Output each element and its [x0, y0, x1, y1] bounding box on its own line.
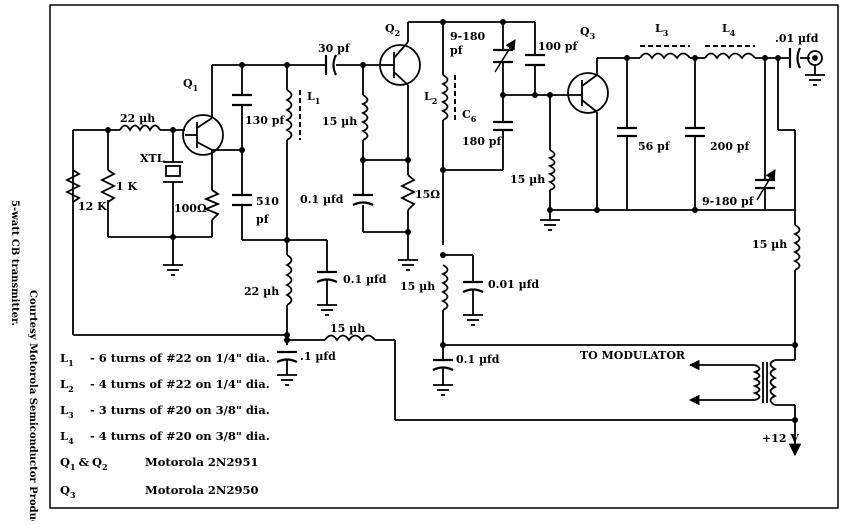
label-to-modulator: TO MODULATOR	[580, 349, 686, 362]
parts-table: L1 - 6 turns of #22 on 1/4" dia. L2 - 4 …	[60, 351, 270, 500]
svg-text:L3: L3	[60, 403, 74, 420]
resistors	[64, 169, 417, 221]
label-30pf: 30 pf	[318, 42, 351, 55]
parts-row: L3 - 3 turns of #20 on 3/8" dia.	[60, 403, 270, 420]
label-q2: Q2	[385, 22, 400, 38]
label-15uh-c2: 15 µh	[400, 280, 435, 293]
label-15ohm: 15Ω	[415, 188, 440, 201]
caption-credit: Courtesy Motorola Semiconductor Products	[27, 290, 38, 521]
svg-text:- 4 turns of #22 on 1/4" dia.: - 4 turns of #22 on 1/4" dia.	[90, 377, 270, 391]
svg-text:- 4 turns of #20 on 3/8" dia.: - 4 turns of #20 on 3/8" dia.	[90, 429, 270, 443]
parts-row: L4 - 4 turns of #20 on 3/8" dia.	[60, 429, 270, 446]
label-15uh-bot: 15 µh	[330, 322, 365, 335]
label-l2: L2	[424, 90, 437, 106]
transistor-q1	[182, 114, 224, 156]
svg-text:Q3: Q3	[60, 483, 76, 500]
modulation-transformer	[752, 359, 778, 406]
label-1k: 1 K	[116, 180, 137, 193]
transistor-row: Q1&Q2 Motorola 2N2951	[60, 455, 258, 472]
label-12k: 12 K	[78, 200, 107, 213]
capacitors	[232, 47, 801, 371]
svg-text:L1: L1	[60, 351, 74, 368]
label-l1: L1	[307, 90, 320, 106]
transistor-row: Q3 Motorola 2N2950	[60, 483, 258, 500]
svg-text:Motorola 2N2950: Motorola 2N2950	[145, 483, 258, 497]
component-labels: Q1 Q2 Q3 L1 L2 L3 L4 C6 XTL 30 pf 130 pf…	[78, 22, 819, 445]
label-22uh-b: 22 µh	[244, 285, 279, 298]
label-100pf: 100 pf	[538, 40, 578, 53]
label-9-180-b: pf	[450, 44, 464, 57]
label-01-c: 0.1 µfd	[456, 353, 500, 366]
label-01-q2: 0.1 µfd	[300, 193, 344, 206]
label-56pf: 56 pf	[638, 140, 671, 153]
label-01-b: 0.1 µfd	[343, 273, 387, 286]
label-130pf: 130 pf	[245, 114, 285, 127]
label-180pf: 180 pf	[462, 135, 502, 148]
side-caption: 5-watt CB transmitter. Courtesy Motorola…	[9, 200, 38, 525]
label-15uh-q3: 15 µh	[510, 173, 545, 186]
label-100ohm: 100Ω	[174, 202, 207, 215]
inductors	[119, 52, 801, 342]
svg-text:L4: L4	[60, 429, 74, 446]
label-01-out: .01 µfd	[775, 32, 819, 45]
diagram-border	[49, 4, 839, 509]
label-200pf: 200 pf	[710, 140, 750, 153]
label-15uh-right: 15 µh	[752, 238, 787, 251]
svg-text:- 6 turns of #22 on 1/4" dia.: - 6 turns of #22 on 1/4" dia.	[90, 351, 270, 365]
label-510pf-b: pf	[256, 213, 270, 226]
label-001: 0.01 µfd	[488, 278, 539, 291]
label-q3: Q3	[580, 25, 596, 41]
label-01-d: .1 µfd	[300, 350, 336, 363]
label-c6: C6	[462, 108, 477, 124]
ground-symbols	[163, 74, 825, 396]
caption-title: 5-watt CB transmitter.	[9, 200, 20, 326]
inductor-cores	[299, 45, 755, 140]
label-xtl: XTL	[140, 152, 165, 165]
label-510pf-a: 510	[256, 195, 279, 208]
antenna-connector-icon	[807, 50, 823, 75]
label-supply: +12 V	[762, 432, 799, 445]
svg-text:L2: L2	[60, 377, 74, 394]
label-q1: Q1	[183, 77, 198, 93]
crystal-xtl	[163, 161, 183, 183]
junction-dots	[105, 19, 798, 423]
svg-text:Motorola 2N2951: Motorola 2N2951	[145, 455, 258, 469]
label-l4: L4	[722, 22, 736, 38]
label-15uh-q2: 15 µh	[322, 115, 357, 128]
transistor-q2	[379, 41, 421, 86]
parts-row: L1 - 6 turns of #22 on 1/4" dia.	[60, 351, 270, 368]
label-9-180-out: 9-180 pf	[702, 195, 755, 208]
parts-row: L2 - 4 turns of #22 on 1/4" dia.	[60, 377, 270, 394]
svg-text:- 3 turns of #20 on 3/8" dia.: - 3 turns of #20 on 3/8" dia.	[90, 403, 270, 417]
transistor-q3	[567, 72, 609, 114]
label-22uh-in: 22 µh	[120, 112, 155, 125]
label-9-180-a: 9-180	[450, 30, 486, 43]
svg-text:Q1&Q2: Q1&Q2	[60, 455, 108, 472]
label-l3: L3	[655, 22, 669, 38]
